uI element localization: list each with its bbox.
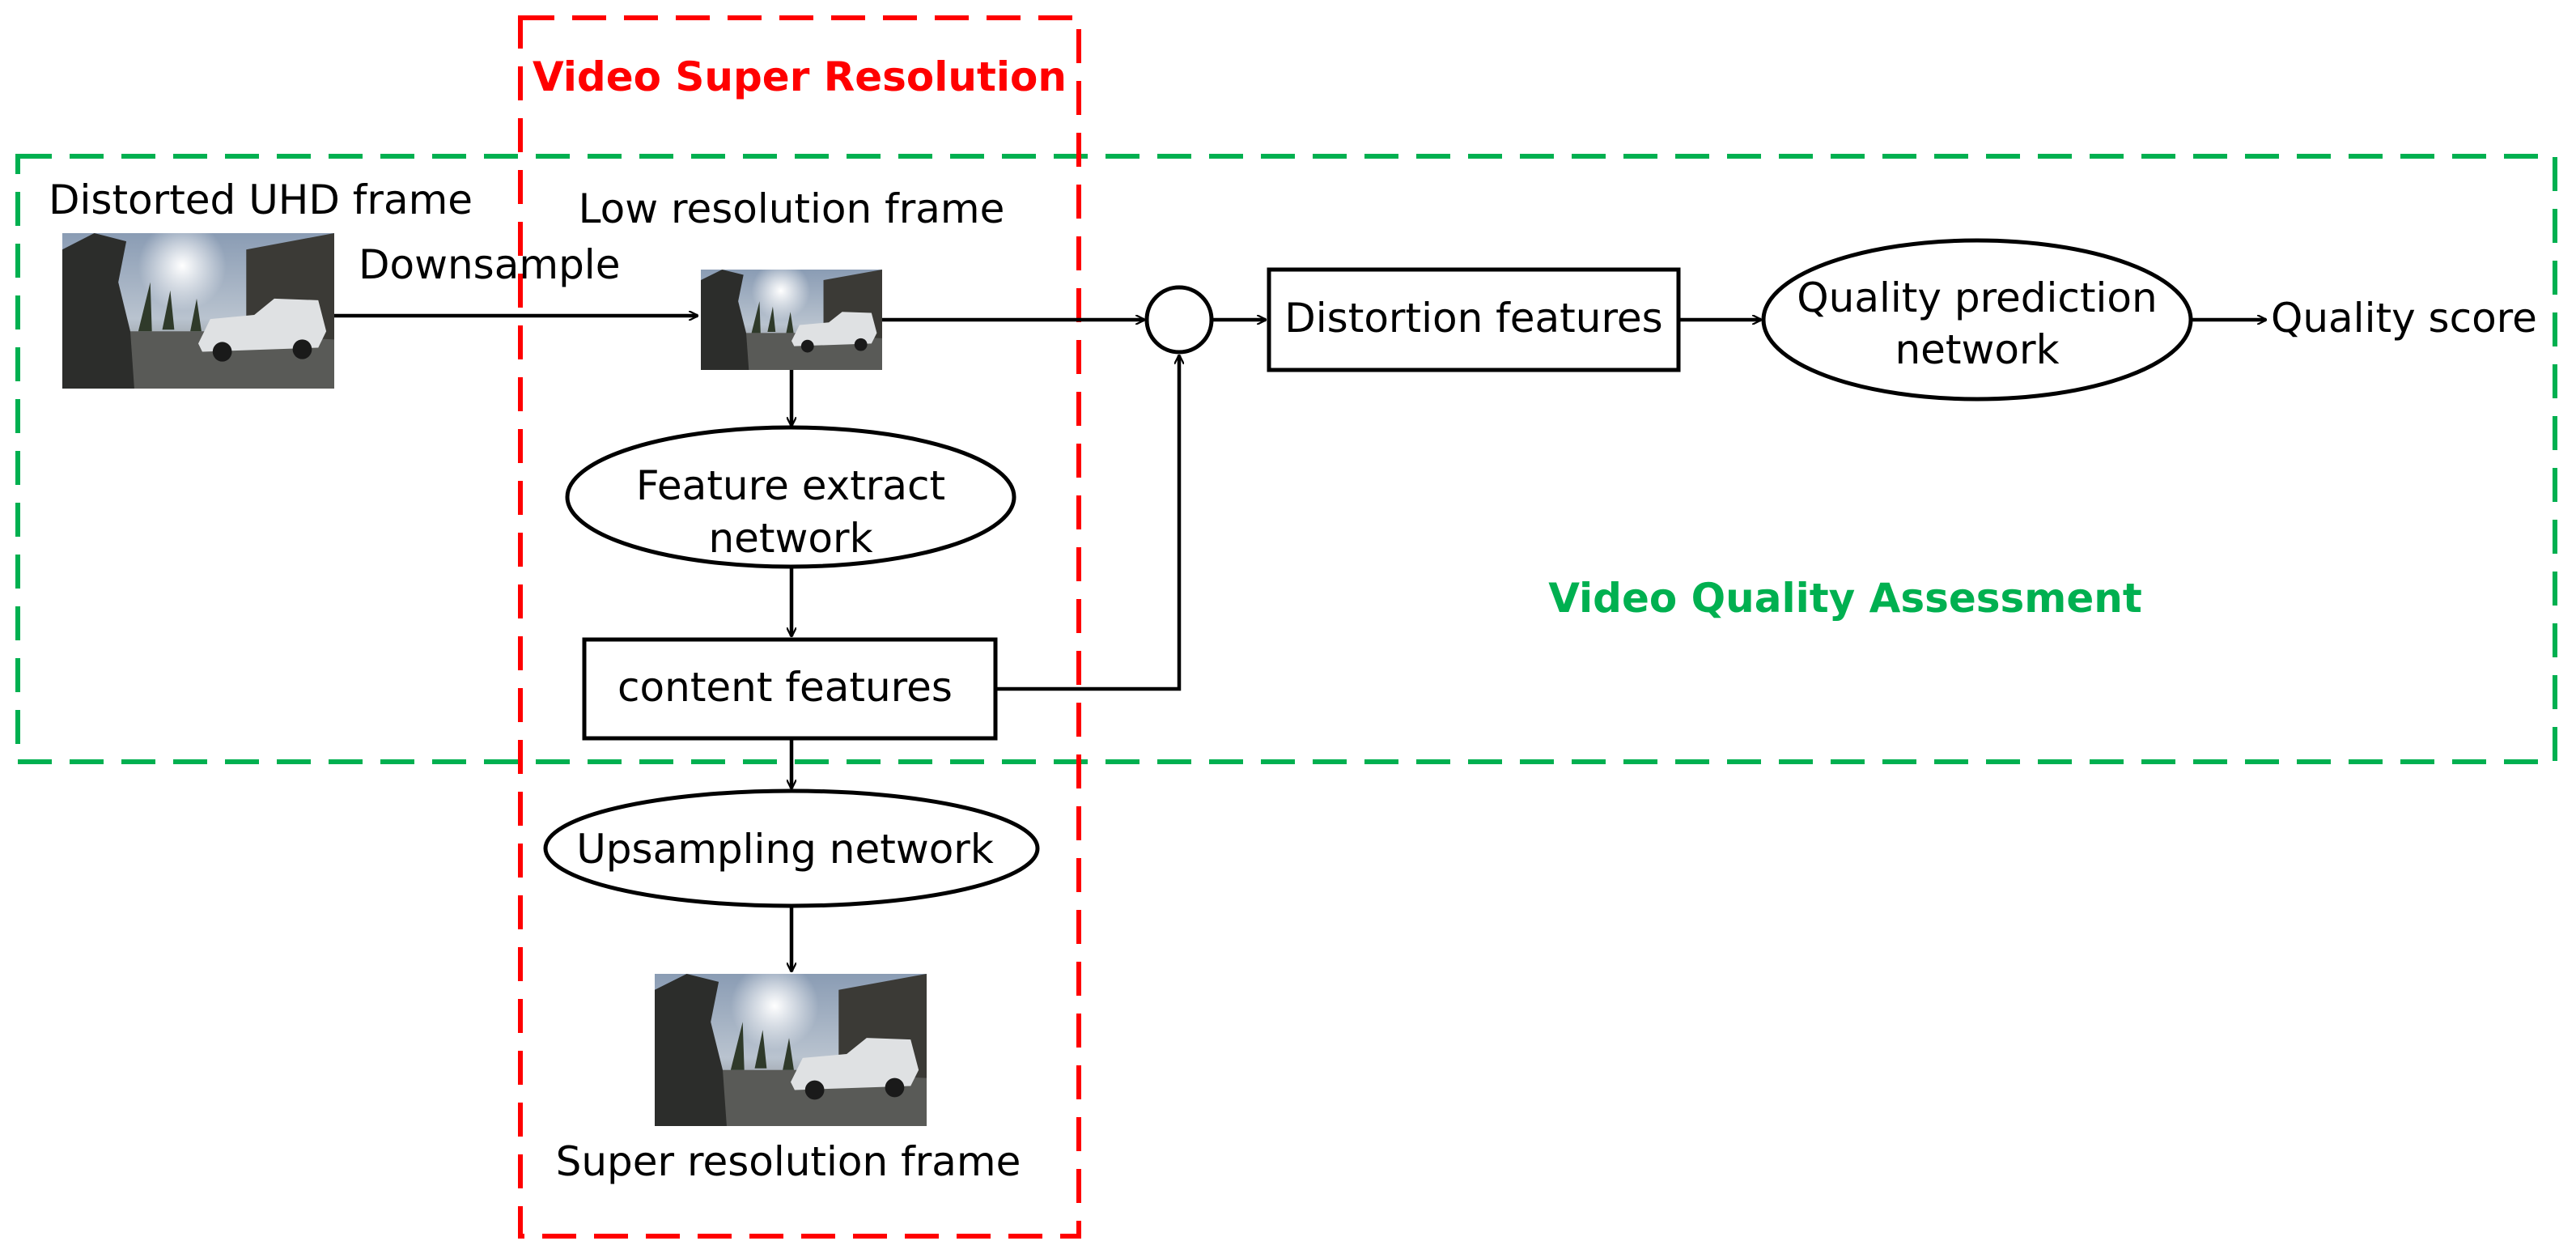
quality-score-label: Quality score bbox=[2271, 295, 2537, 342]
super-resolution-frame-label: Super resolution frame bbox=[556, 1138, 1021, 1185]
arrow-content-to-combine bbox=[995, 355, 1179, 691]
super-resolution-frame-image bbox=[655, 974, 927, 1126]
content-features-label: content features bbox=[617, 664, 953, 711]
distortion-features-label: Distortion features bbox=[1284, 295, 1662, 342]
combine-operator-node bbox=[1144, 285, 1214, 355]
downsample-label: Downsample bbox=[359, 241, 620, 288]
quality-prediction-network-label-line1: Quality prediction bbox=[1797, 274, 2157, 321]
low-resolution-frame-image bbox=[701, 270, 882, 370]
feature-extract-network-label-line2: network bbox=[708, 515, 872, 562]
feature-extract-network-label-line1: Feature extract bbox=[636, 462, 945, 509]
content-features-node bbox=[582, 637, 998, 741]
distorted-frame-label: Distorted UHD frame bbox=[49, 176, 473, 223]
distorted-frame-image bbox=[62, 233, 334, 389]
quality-assessment-group-border bbox=[15, 154, 2557, 764]
upsampling-network-label: Upsampling network bbox=[576, 826, 994, 873]
quality-assessment-title: Video Quality Assessment bbox=[1548, 575, 2142, 622]
distortion-features-node bbox=[1267, 267, 1681, 372]
quality-prediction-network-label-line2: network bbox=[1895, 326, 2059, 373]
super-resolution-title: Video Super Resolution bbox=[533, 53, 1067, 100]
low-resolution-frame-label: Low resolution frame bbox=[579, 185, 1005, 232]
super-resolution-group-border bbox=[518, 15, 1081, 1239]
